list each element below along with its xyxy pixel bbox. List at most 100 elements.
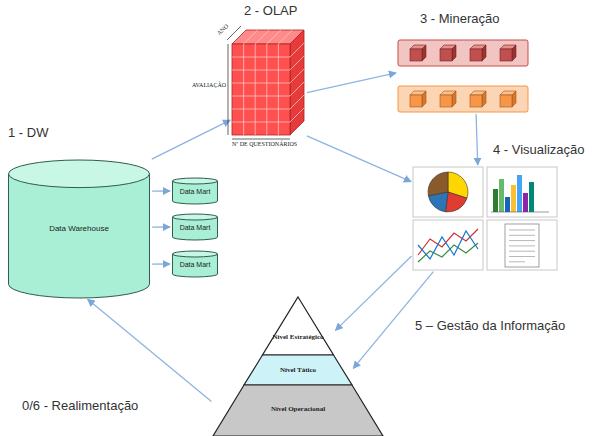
flow-arrow (307, 73, 396, 93)
store-label: Data Warehouse (8, 224, 150, 233)
shape-part (445, 192, 467, 212)
shape-part (232, 57, 290, 58)
shape-part (529, 182, 534, 212)
shape-part (470, 95, 482, 107)
cube-front (232, 44, 290, 135)
shape-part (509, 230, 535, 231)
shape-part (232, 96, 290, 97)
flow-arrow (335, 256, 411, 330)
chart-cell (487, 167, 557, 217)
node-shape (262, 297, 334, 355)
shape-part (232, 139, 290, 140)
shape-part (243, 44, 244, 135)
visualization-panel: 4 - Visualização (413, 167, 557, 270)
pyramid-level: Nível Estratégico (262, 297, 334, 355)
cube-side (290, 30, 304, 135)
data-mart-cylinder: Data Mart (172, 214, 218, 240)
stage-heading: 2 - OLAP (244, 4, 297, 19)
shape-part (232, 70, 290, 71)
shape-part (418, 231, 478, 259)
cylinder-top (173, 214, 218, 220)
level-label: Nível Operacional (213, 405, 383, 413)
cluster-bar (398, 40, 528, 66)
chart-cell (413, 167, 483, 217)
chart-cell (487, 220, 557, 270)
node-shape (232, 30, 305, 135)
shape-part (422, 91, 426, 107)
flow-arrow (88, 299, 212, 401)
pyramid-level: Nível Tático (244, 355, 352, 385)
shape-part (517, 175, 522, 212)
shape-part (290, 95, 304, 109)
shape-part (255, 30, 269, 44)
shape-part (482, 91, 486, 107)
mining-blocks: 3 - Mineração (398, 40, 528, 112)
shape-part (512, 45, 516, 61)
shape-part (232, 109, 290, 110)
shape-part (266, 44, 267, 135)
flow-arrow (152, 190, 170, 191)
cube-grid (232, 30, 304, 135)
store-label: Data Mart (172, 188, 218, 196)
shape-part (509, 245, 535, 246)
shape-part (500, 95, 512, 107)
flow-arrow (152, 263, 170, 264)
shape-part (290, 69, 304, 83)
shape-part (290, 82, 304, 96)
shape-part (505, 224, 539, 267)
shape-part (509, 240, 535, 241)
line-chart (418, 229, 478, 262)
shape-part (509, 251, 535, 252)
shape-part (452, 91, 456, 107)
cylinder-body (9, 174, 150, 298)
axis-label: AVALIAÇÃO (192, 82, 226, 89)
shape-part (523, 193, 528, 212)
node-shape (413, 167, 557, 270)
pyramid-level: Nível Operacional (213, 385, 383, 436)
cylinder-top (9, 160, 150, 188)
shape-part (232, 122, 290, 123)
shape-part (410, 49, 422, 61)
pyramid-band (213, 385, 383, 436)
cylinder-top (173, 251, 218, 257)
shape-part (290, 43, 304, 57)
shape-part (278, 30, 292, 44)
shape-part (232, 83, 290, 84)
shape-part (290, 56, 304, 70)
node-shape (398, 40, 528, 112)
cube-axes (227, 26, 290, 139)
shape-part (499, 179, 504, 212)
shape-part (255, 44, 256, 135)
shape-part (267, 30, 281, 44)
shape-part (244, 30, 258, 44)
document-icon (505, 224, 539, 267)
shape-part (511, 185, 516, 212)
shape-part (509, 261, 525, 262)
pie-chart (428, 172, 468, 212)
shape-part (482, 45, 486, 61)
data-cubes (410, 91, 516, 107)
store-label: Data Mart (172, 224, 218, 232)
stage-heading: 4 - Visualização (493, 143, 585, 158)
shape-part (500, 49, 512, 61)
shape-part (410, 95, 422, 107)
shape-part (440, 49, 452, 61)
chart-cell (413, 220, 483, 270)
pyramid-band (244, 355, 352, 385)
shape-part (278, 44, 279, 135)
level-label: Nível Estratégico (272, 333, 324, 341)
bar-chart (491, 175, 549, 212)
shape-part (290, 108, 304, 122)
shape-part (493, 189, 498, 212)
stage-heading: 1 - DW (8, 126, 48, 141)
flow-arrow (152, 226, 170, 227)
pyramid-band (263, 297, 334, 355)
axis-label: Nº DE QUESTIONÁRIOS (232, 141, 297, 148)
shape-part (422, 45, 426, 61)
shape-part (491, 212, 549, 213)
flow-arrow (476, 114, 478, 165)
shape-part (228, 44, 229, 135)
axis-label: ANO (216, 23, 230, 37)
flow-arrow (307, 136, 411, 182)
